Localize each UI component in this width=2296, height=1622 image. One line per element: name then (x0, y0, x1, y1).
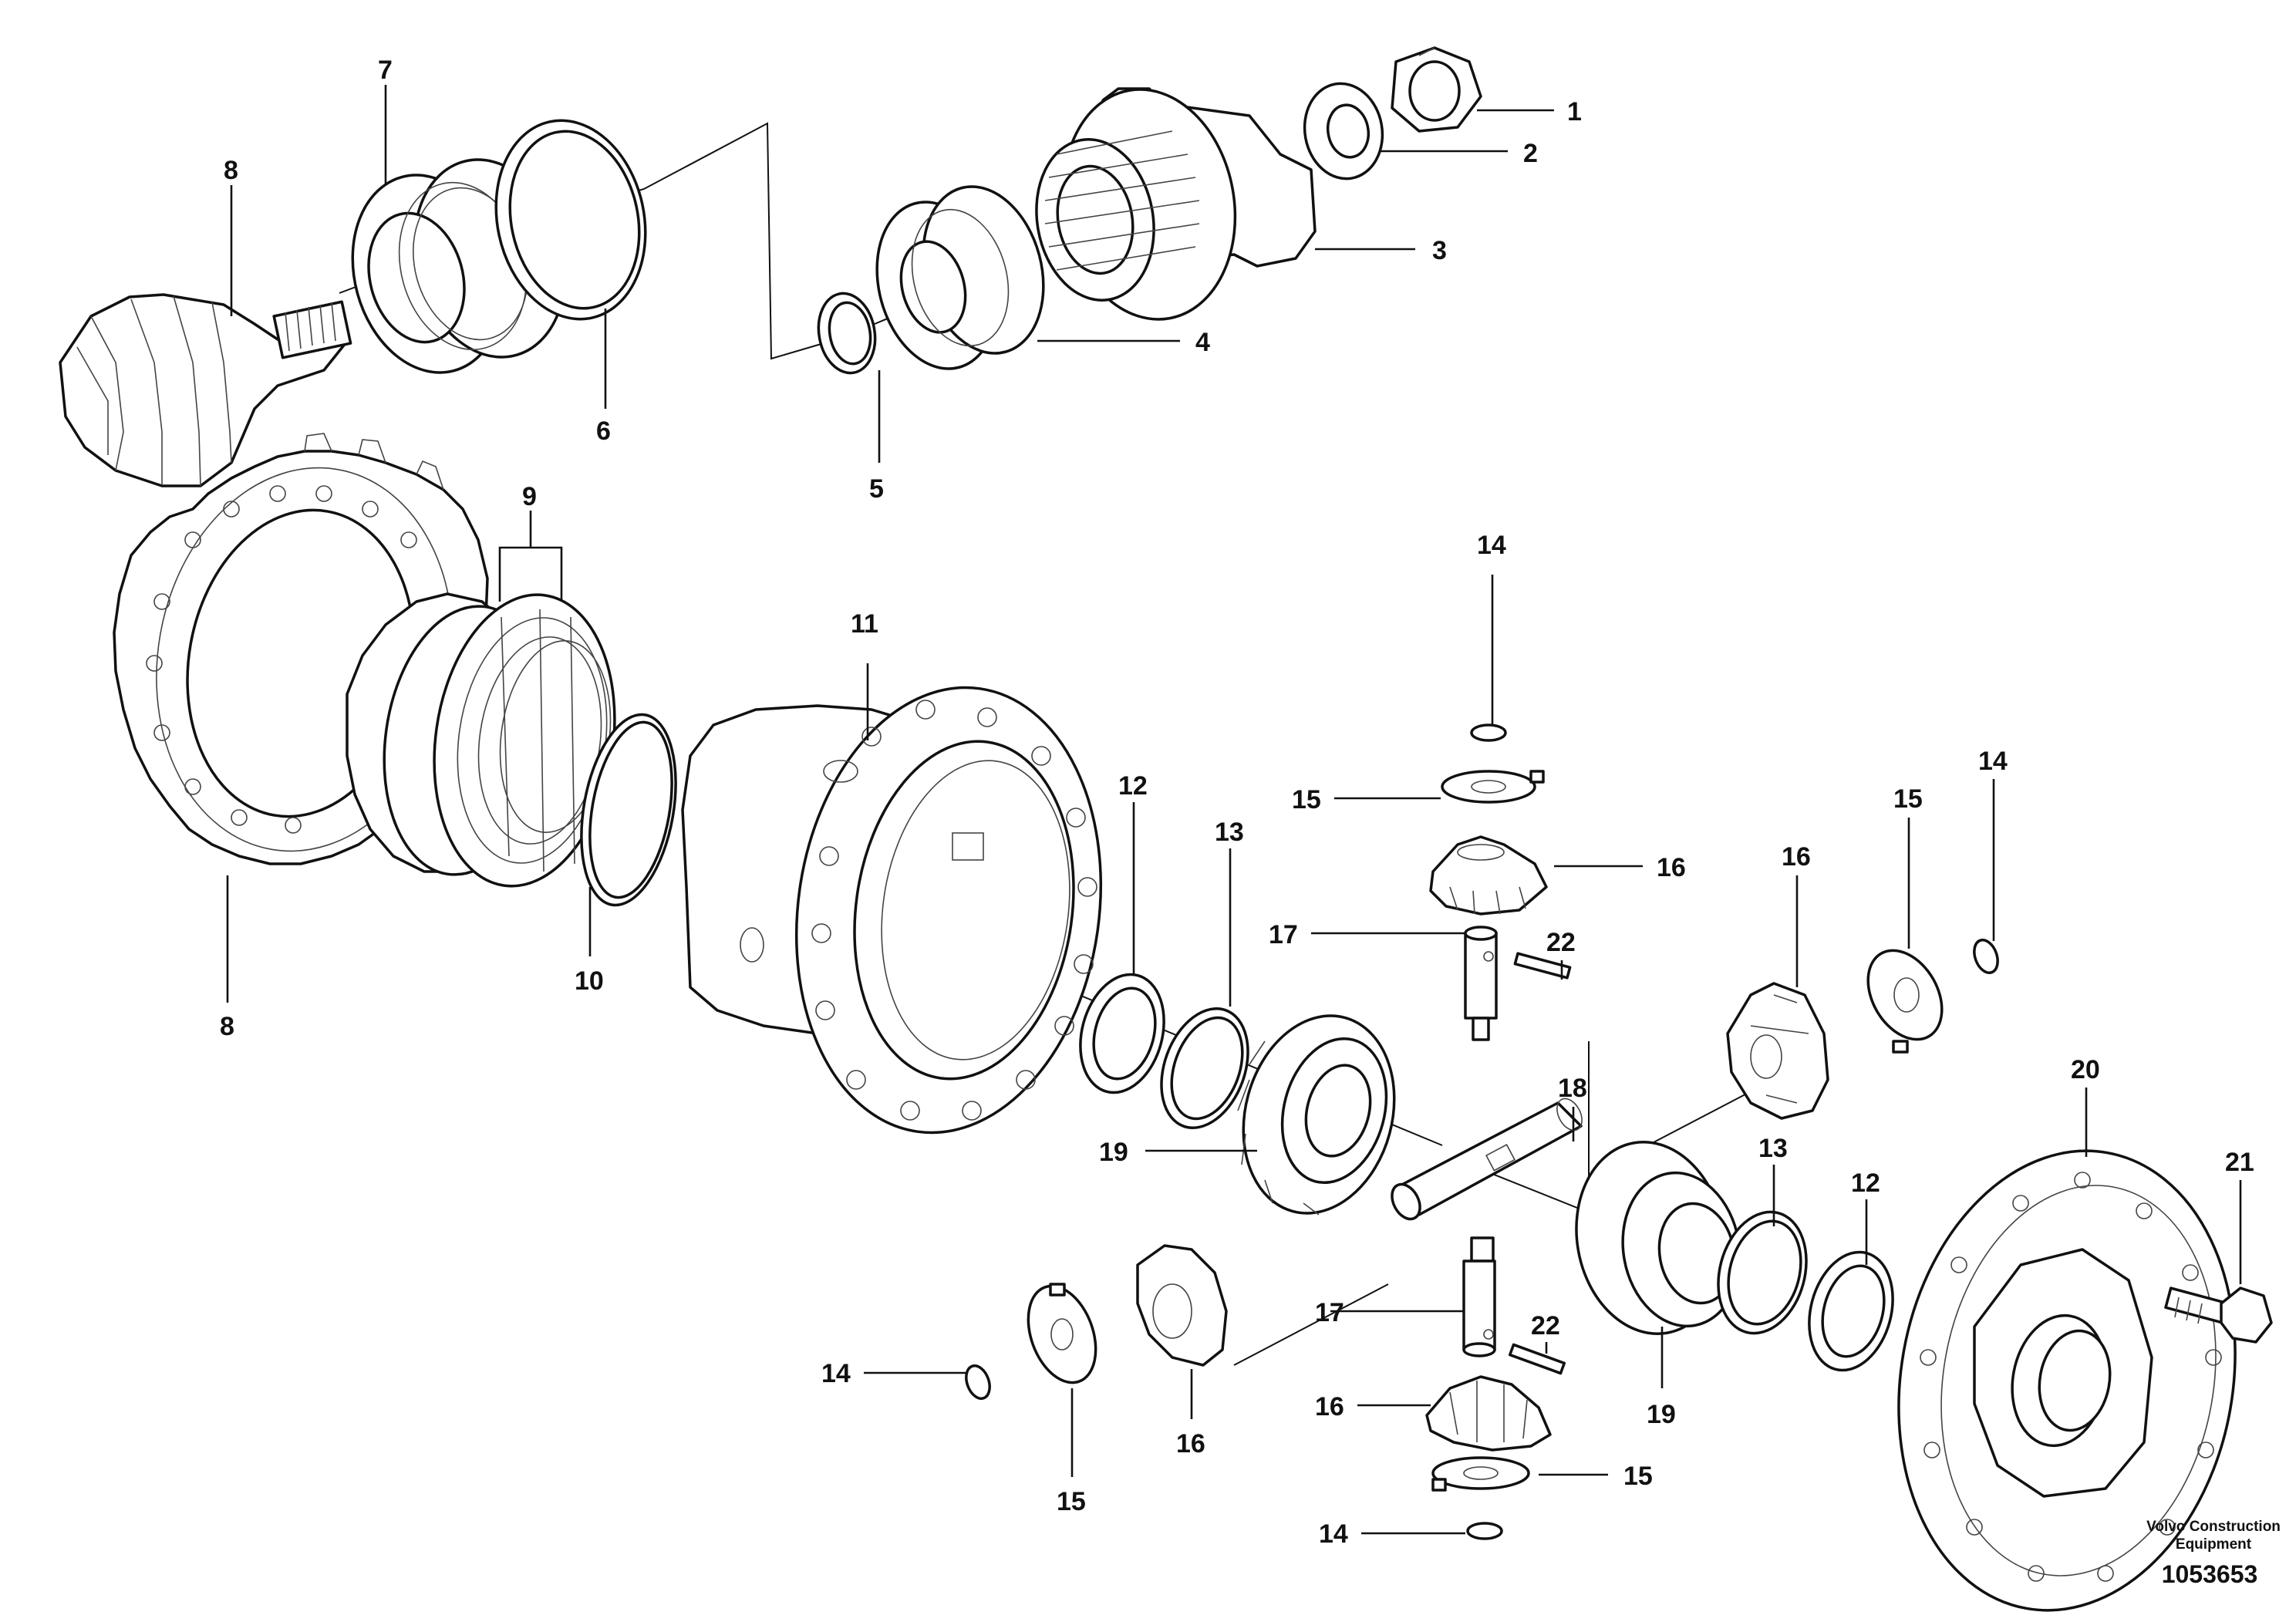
callout-14-top: 14 (1477, 531, 1506, 560)
callout-16-top: 16 (1657, 853, 1686, 882)
callout-8-bottom: 8 (220, 1012, 234, 1041)
callout-22-upper: 22 (1546, 928, 1576, 957)
callout-12-right: 12 (1851, 1168, 1880, 1198)
disc-pack-part (346, 592, 616, 888)
circlip-left-part (965, 1364, 991, 1400)
callout-14-left: 14 (821, 1359, 851, 1388)
callout-13-right: 13 (1758, 1134, 1788, 1163)
roll-pin-lower-part (1508, 1343, 1566, 1375)
pinion-gear-left-part (1136, 1244, 1228, 1367)
callout-6: 6 (596, 416, 611, 446)
hex-nut-part (1391, 46, 1482, 133)
spacer-ring-part (817, 292, 877, 375)
side-gear-right-part (1575, 1141, 1741, 1335)
side-gear-left-part (1237, 1014, 1396, 1216)
callout-2: 2 (1523, 139, 1538, 168)
circlip-ring-part (580, 713, 677, 907)
circlip-top-part (1470, 723, 1507, 742)
washer-part (1303, 82, 1384, 180)
callout-16-right: 16 (1782, 842, 1811, 872)
tab-washer-right-part (1866, 949, 1944, 1054)
callout-15-bottom: 15 (1623, 1462, 1653, 1491)
callout-13-left: 13 (1215, 818, 1244, 847)
roll-pin-upper-part (1513, 952, 1572, 980)
pinion-gear-top-part (1429, 835, 1548, 916)
callout-15-left: 15 (1057, 1487, 1086, 1516)
brand-line-1: Volvo Construction (2146, 1519, 2281, 1535)
housing-cover-part (1897, 1149, 2237, 1612)
leader-lines (226, 85, 2242, 1535)
differential-housing-part (681, 686, 1103, 1135)
pin-upper-part (1464, 926, 1498, 1041)
pin-lower-part (1462, 1236, 1496, 1357)
pinion-gear-right-part (1726, 982, 1829, 1120)
callout-9: 9 (522, 482, 537, 511)
brand-line-2: Equipment (2176, 1536, 2252, 1553)
callout-21: 21 (2225, 1148, 2254, 1177)
cross-shaft-part (1391, 1098, 1583, 1221)
thrust-washer-right-part (1808, 1250, 1894, 1372)
circlip-right-part (1973, 939, 1999, 974)
callout-17-upper: 17 (1269, 920, 1298, 949)
tab-washer-bottom-part (1431, 1456, 1530, 1492)
callout-17-lower: 17 (1315, 1298, 1344, 1327)
tab-washer-left-part (1027, 1283, 1097, 1384)
callout-19-right: 19 (1647, 1400, 1676, 1429)
pinion-gear-bottom-part (1425, 1375, 1552, 1452)
callout-4: 4 (1195, 328, 1210, 357)
footer-block: Volvo Construction Equipment 1053653 (2146, 1519, 2281, 1588)
shim-ring-part (494, 119, 647, 321)
callout-12-left: 12 (1118, 771, 1148, 801)
callout-22-lower: 22 (1531, 1311, 1560, 1340)
tab-washer-top-part (1441, 770, 1545, 804)
callout-8-top: 8 (224, 156, 238, 185)
pinion-shaft-part (59, 293, 352, 487)
callout-5: 5 (869, 474, 884, 504)
callout-18: 18 (1558, 1074, 1587, 1103)
callout-7: 7 (378, 56, 393, 85)
shim-washer-left-part (1160, 1007, 1249, 1130)
callout-15-right: 15 (1893, 784, 1923, 814)
callout-3: 3 (1432, 236, 1447, 265)
callout-14-right: 14 (1978, 747, 2008, 776)
callout-20: 20 (2071, 1055, 2100, 1084)
callout-19-left: 19 (1099, 1138, 1128, 1167)
companion-flange-part (1035, 87, 1317, 321)
callout-labels: 1 2 3 4 5 6 7 8 8 9 10 11 12 12 13 13 14… (220, 56, 2254, 1549)
callout-10: 10 (575, 966, 604, 996)
bolt-part (2164, 1286, 2273, 1344)
circlip-bottom-part (1466, 1522, 1503, 1540)
roller-bearing-part (875, 185, 1045, 370)
drawing-number: 1053653 (2162, 1560, 2258, 1588)
callout-16-bottom: 16 (1315, 1392, 1344, 1421)
thrust-washer-left-part (1079, 973, 1165, 1094)
shim-washer-right-part (1717, 1210, 1808, 1335)
callout-11: 11 (851, 609, 878, 639)
callout-1: 1 (1567, 97, 1582, 126)
callout-15-top: 15 (1292, 785, 1321, 814)
callout-16-left: 16 (1176, 1429, 1205, 1458)
callout-14-bottom: 14 (1319, 1519, 1348, 1549)
